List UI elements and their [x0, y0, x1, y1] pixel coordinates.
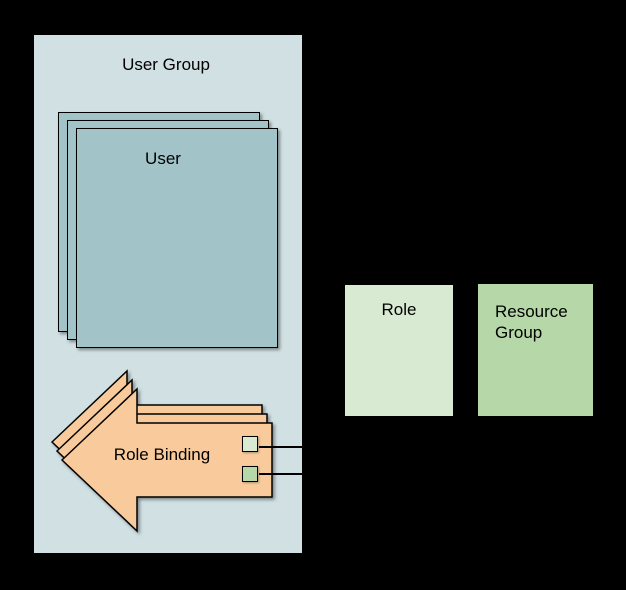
- resource-group-box: [478, 284, 593, 416]
- resource-group-label-line1: Resource: [495, 302, 568, 321]
- role-connector-line: [259, 446, 302, 448]
- resource-group-connector-swatch: [242, 466, 258, 482]
- resource-group-connector-line: [259, 473, 302, 475]
- role-binding-label: Role Binding: [113, 445, 211, 464]
- user-group-label: User Group: [122, 55, 210, 74]
- user-card: [76, 128, 278, 348]
- resource-group-label-line2: Group: [495, 323, 543, 342]
- role-label: Role: [381, 300, 417, 319]
- role-box: [345, 285, 453, 416]
- resource-group-label: Resource Group: [495, 301, 590, 343]
- role-connector-swatch: [242, 436, 258, 452]
- user-label: User: [145, 149, 181, 168]
